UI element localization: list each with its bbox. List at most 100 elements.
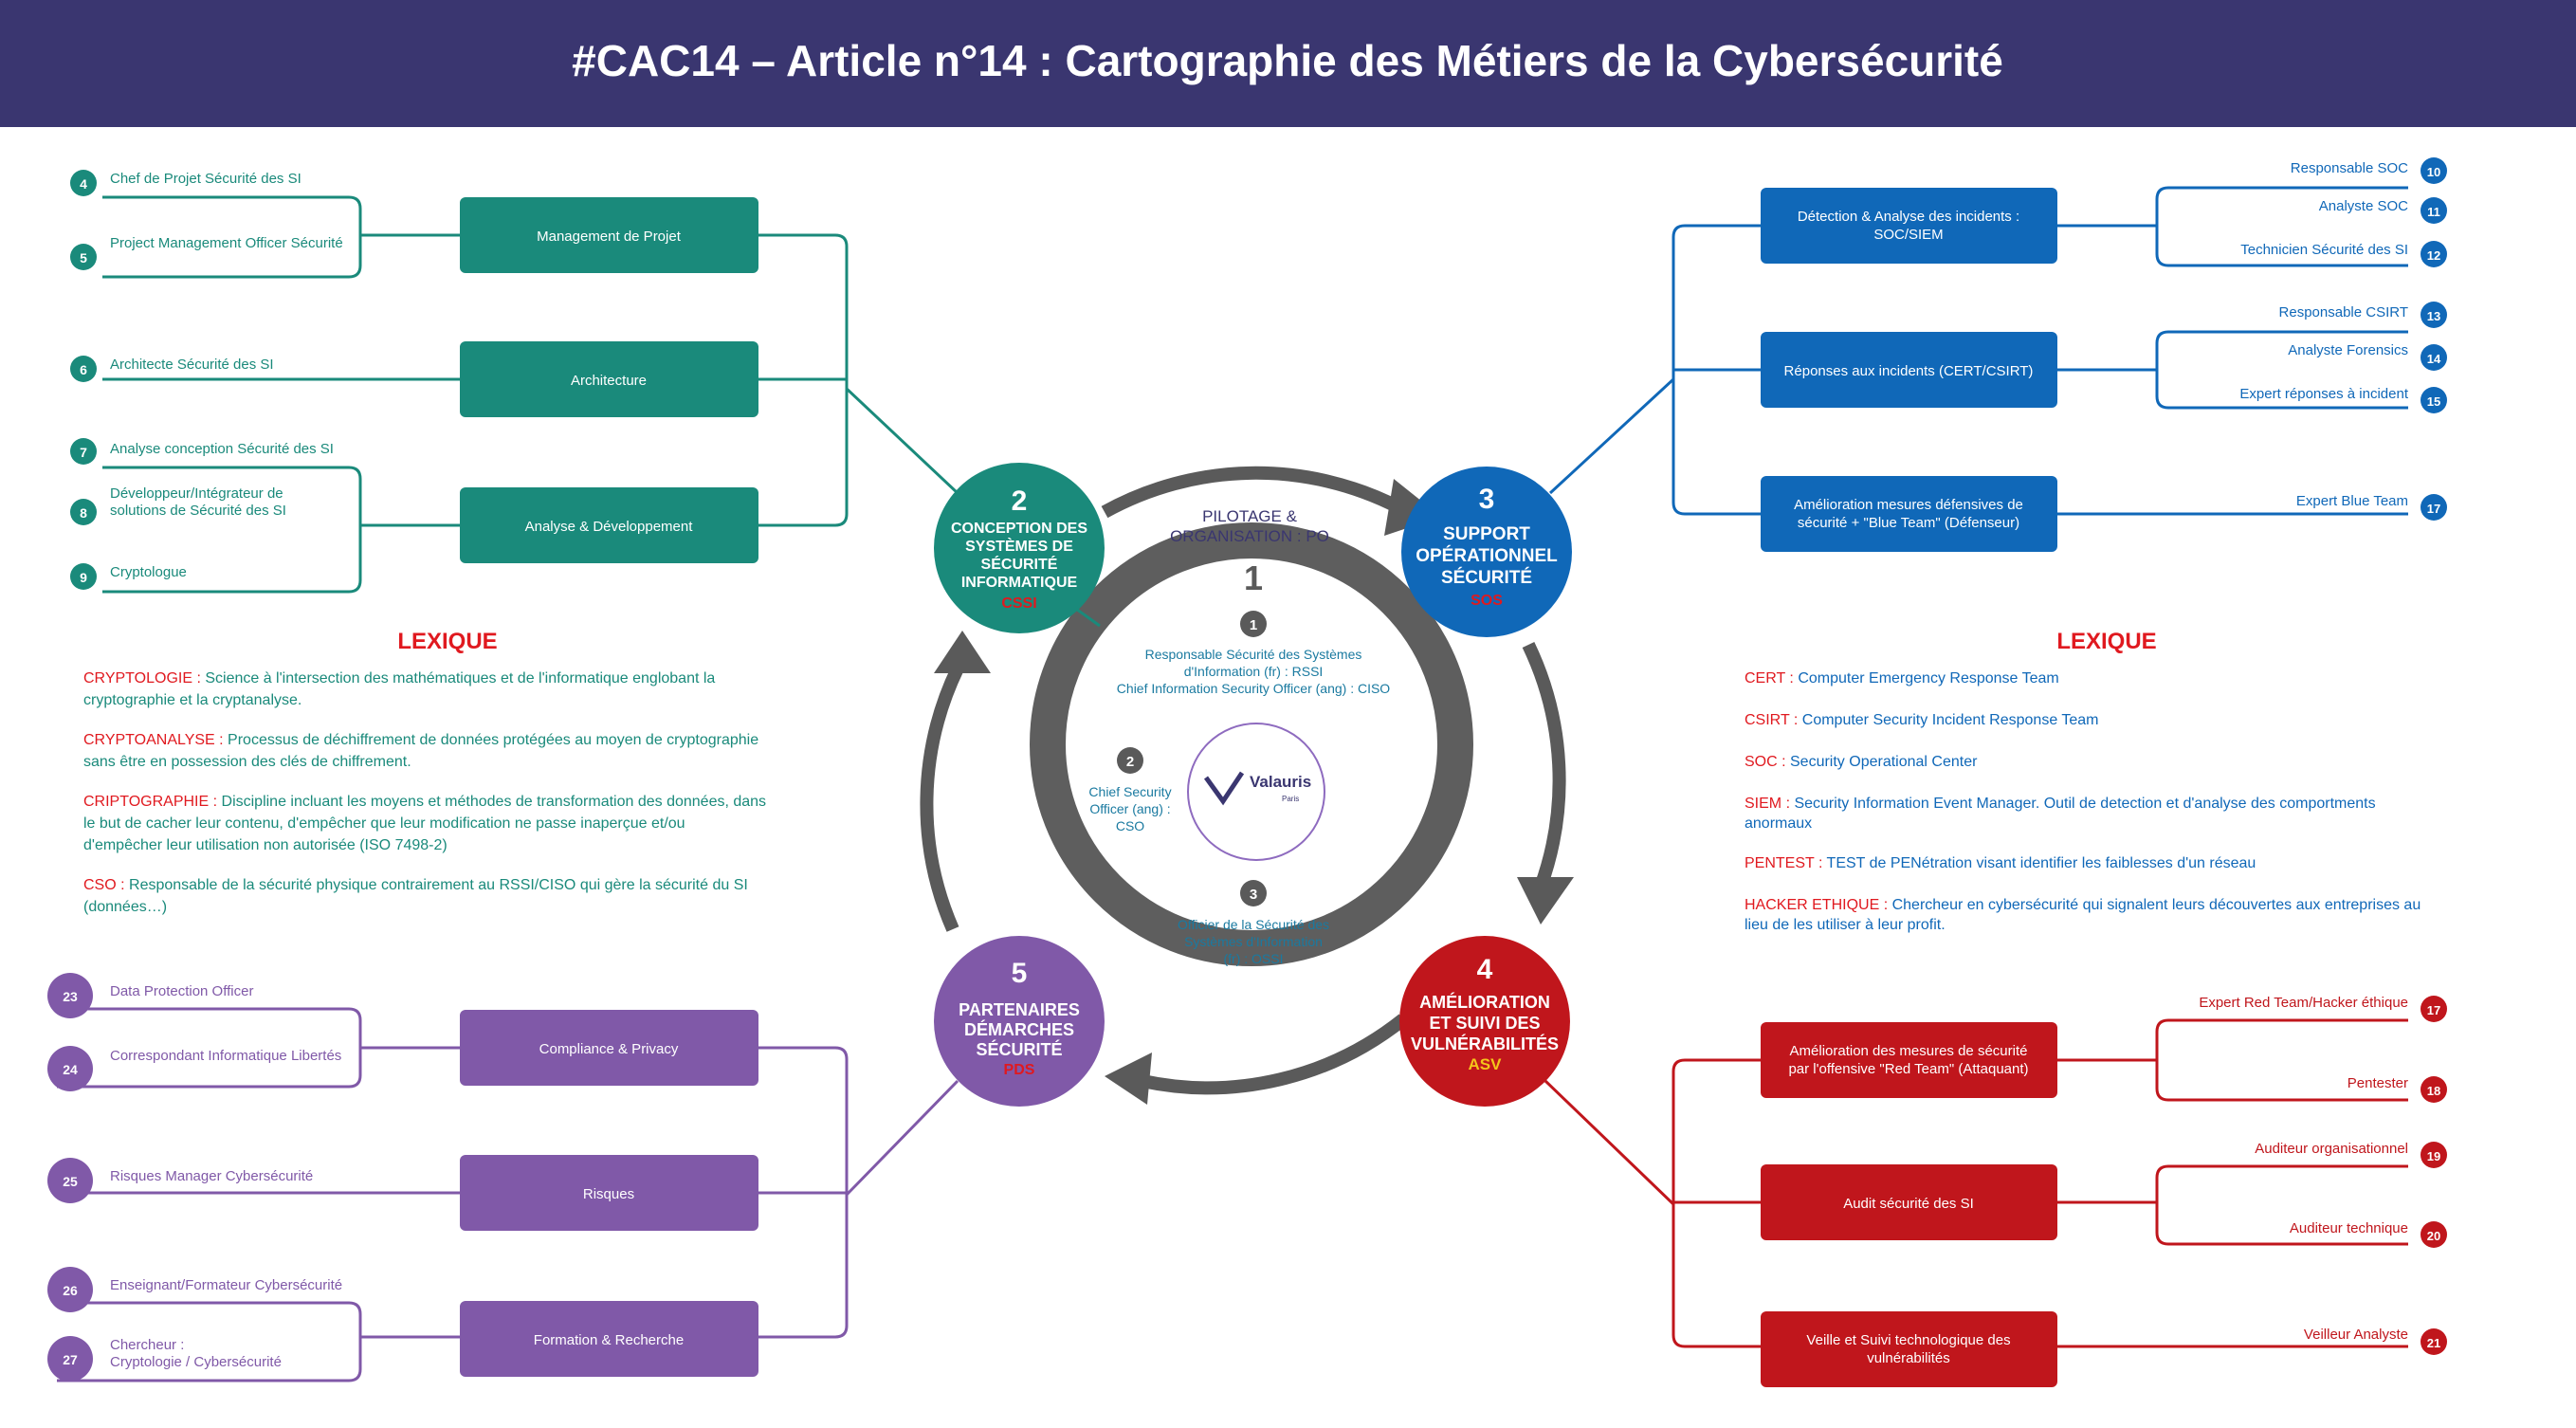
svg-text:17: 17 [2427, 502, 2440, 516]
svg-text:Data Protection Officer: Data Protection Officer [110, 983, 253, 999]
svg-text:Veille et Suivi technologique: Veille et Suivi technologique des [1806, 1332, 2010, 1348]
svg-text:SUPPORT: SUPPORT [1443, 524, 1530, 544]
purple-branch [57, 1007, 959, 1382]
svg-text:Correspondant Informatique Lib: Correspondant Informatique Libertés [110, 1048, 341, 1064]
svg-text:12: 12 [2427, 248, 2440, 263]
pilotage-label-2: ORGANISATION : PO [1170, 527, 1329, 545]
svg-text:PARTENAIRES: PARTENAIRES [959, 1000, 1080, 1019]
svg-text:SÉCURITÉ: SÉCURITÉ [981, 555, 1058, 573]
green-role-list: 4 Chef de Projet Sécurité des SI 5 Proje… [70, 170, 343, 590]
svg-text:Détection & Analyse des incide: Détection & Analyse des incidents : [1798, 209, 2019, 225]
blue-role-list: Responsable SOC 10 Analyste SOC 11 Techn… [2239, 157, 2447, 521]
category-veille[interactable] [1761, 1311, 2057, 1387]
svg-text:sécurité + "Blue Team" (Défens: sécurité + "Blue Team" (Défenseur) [1798, 515, 2019, 531]
svg-text:CONCEPTION DES: CONCEPTION DES [951, 521, 1087, 537]
category-compliance[interactable] [460, 1010, 758, 1086]
svg-text:Analyse conception Sécurité de: Analyse conception Sécurité des SI [110, 441, 334, 457]
svg-text:Architecture: Architecture [571, 373, 647, 389]
hub-2: 2 CONCEPTION DES SYSTÈMES DE SÉCURITÉ IN… [934, 463, 1105, 633]
arrow-3-to-4 [1522, 641, 1566, 889]
svg-text:Chef de Projet Sécurité des SI: Chef de Projet Sécurité des SI [110, 171, 301, 187]
svg-text:le but de cacher leur contenu,: le but de cacher leur contenu, d'empêche… [83, 815, 685, 832]
category-formation[interactable] [460, 1301, 758, 1377]
svg-text:5: 5 [1012, 958, 1028, 989]
svg-text:15: 15 [2427, 394, 2440, 409]
svg-text:Analyste SOC: Analyste SOC [2319, 198, 2408, 214]
svg-text:solutions de Sécurité des SI: solutions de Sécurité des SI [110, 503, 286, 519]
svg-text:VULNÉRABILITÉS: VULNÉRABILITÉS [1411, 1034, 1559, 1053]
svg-text:Technicien Sécurité des SI: Technicien Sécurité des SI [2240, 242, 2408, 258]
svg-text:cryptographie et la cryptanaly: cryptographie et la cryptanalyse. [83, 692, 301, 708]
svg-text:CRYPTOANALYSE : Processus de d: CRYPTOANALYSE : Processus de déchiffreme… [83, 732, 758, 748]
svg-text:INFORMATIQUE: INFORMATIQUE [961, 575, 1078, 591]
svg-text:Officier de la Sécurité des: Officier de la Sécurité des [1178, 917, 1329, 932]
category-architecture[interactable] [460, 341, 758, 417]
center-cycle: 1 PILOTAGE & ORGANISATION : PO 1 Respons… [920, 466, 1574, 1105]
svg-text:Expert Blue Team: Expert Blue Team [2296, 493, 2408, 509]
arrow-5-to-2 [920, 665, 964, 932]
svg-text:Audit sécurité des SI: Audit sécurité des SI [1843, 1196, 1974, 1212]
svg-text:7: 7 [80, 445, 87, 460]
category-management-de-projet[interactable] [460, 197, 758, 273]
hub-4: 4 AMÉLIORATION ET SUIVI DES VULNÉRABILIT… [1399, 936, 1570, 1107]
svg-text:27: 27 [63, 1352, 78, 1367]
svg-text:Responsable SOC: Responsable SOC [2291, 160, 2408, 176]
svg-text:Management de Projet: Management de Projet [537, 229, 682, 245]
svg-text:SOC/SIEM: SOC/SIEM [1873, 227, 1943, 243]
svg-text:Pentester: Pentester [2348, 1075, 2408, 1091]
svg-text:OPÉRATIONNEL: OPÉRATIONNEL [1416, 545, 1558, 566]
svg-text:Auditeur technique: Auditeur technique [2290, 1220, 2408, 1236]
category-audit-securite[interactable] [1761, 1164, 2057, 1240]
svg-text:Officer (ang) :: Officer (ang) : [1089, 801, 1170, 816]
svg-text:DÉMARCHES: DÉMARCHES [964, 1019, 1074, 1039]
svg-text:Risques Manager Cybersécurité: Risques Manager Cybersécurité [110, 1168, 313, 1184]
svg-text:Chief Security: Chief Security [1088, 784, 1171, 799]
category-analyse-developpement[interactable] [460, 487, 758, 563]
green-branch [102, 195, 959, 594]
category-red-team[interactable] [1761, 1022, 2057, 1098]
svg-text:anormaux: anormaux [1745, 815, 1812, 832]
svg-text:Analyste Forensics: Analyste Forensics [2288, 342, 2408, 358]
svg-text:2: 2 [1126, 754, 1134, 770]
svg-text:d'empêcher leur utilisation no: d'empêcher leur utilisation non autorisé… [83, 837, 448, 853]
svg-text:Chercheur :: Chercheur : [110, 1337, 184, 1353]
svg-text:lieu de les utiliser à leur pr: lieu de les utiliser à leur profit. [1745, 917, 1946, 933]
svg-text:Paris: Paris [1282, 795, 1299, 803]
svg-text:23: 23 [63, 989, 78, 1004]
center-number: 1 [1244, 558, 1263, 597]
purple-role-list: 23 Data Protection Officer 24 Correspond… [47, 973, 342, 1382]
category-detection-analyse[interactable] [1761, 188, 2057, 264]
svg-text:Enseignant/Formateur Cybersécu: Enseignant/Formateur Cybersécurité [110, 1277, 342, 1293]
svg-text:d'Information (fr) : RSSI: d'Information (fr) : RSSI [1184, 664, 1324, 679]
role-badge-3 [1240, 880, 1267, 906]
category-risques[interactable] [460, 1155, 758, 1231]
svg-text:Analyse & Développement: Analyse & Développement [525, 519, 694, 535]
svg-text:ET SUIVI DES: ET SUIVI DES [1429, 1014, 1540, 1033]
svg-text:HACKER ETHIQUE : Chercheur en: HACKER ETHIQUE : Chercheur en cybersécur… [1745, 897, 2421, 913]
lexique-right: LEXIQUE CERT : Computer Emergency Respon… [1745, 629, 2421, 933]
svg-text:Compliance & Privacy: Compliance & Privacy [539, 1041, 679, 1057]
svg-text:Project Management Officer Séc: Project Management Officer Sécurité [110, 235, 343, 251]
pilotage-label-1: PILOTAGE & [1202, 507, 1297, 525]
svg-text:Réponses aux incidents (CERT/C: Réponses aux incidents (CERT/CSIRT) [1784, 363, 2034, 379]
svg-text:Chief Information Security Off: Chief Information Security Officer (ang)… [1117, 681, 1391, 696]
hub-5: 5 PARTENAIRES DÉMARCHES SÉCURITÉ PDS [934, 936, 1105, 1107]
svg-text:25: 25 [63, 1174, 78, 1189]
blue-branch [1548, 186, 2408, 516]
svg-text:Expert réponses à incident: Expert réponses à incident [2239, 386, 2408, 402]
svg-text:CSIRT : Computer Security Inci: CSIRT : Computer Security Incident Respo… [1745, 712, 2099, 728]
svg-text:6: 6 [80, 362, 87, 377]
svg-text:CSO: CSO [1116, 818, 1144, 833]
svg-text:1: 1 [1250, 617, 1257, 633]
svg-text:Responsable CSIRT: Responsable CSIRT [2279, 304, 2408, 320]
svg-text:11: 11 [2427, 205, 2440, 219]
svg-text:CSSI: CSSI [1001, 595, 1036, 612]
svg-text:10: 10 [2427, 165, 2440, 179]
svg-text:17: 17 [2427, 1003, 2440, 1017]
arrow-4-to-5 [1141, 1014, 1408, 1095]
category-reponses-incidents[interactable] [1761, 332, 2057, 408]
svg-text:13: 13 [2427, 309, 2440, 323]
svg-text:9: 9 [80, 570, 87, 585]
category-blue-team[interactable] [1761, 476, 2057, 552]
